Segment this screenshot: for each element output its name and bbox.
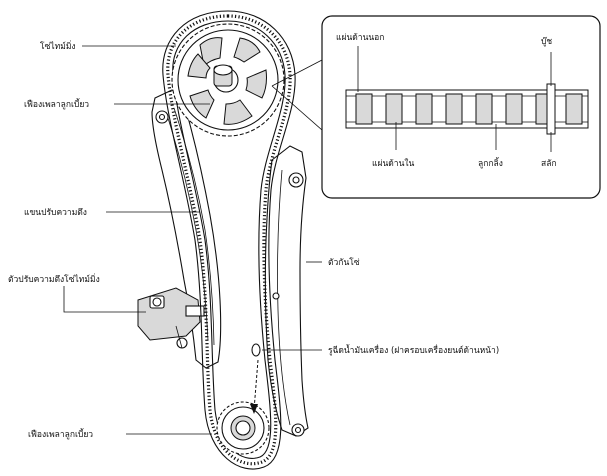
chain-guide: [264, 145, 309, 437]
label-chain-guide: ตัวกันโซ่: [328, 257, 360, 268]
inset-pin-label: สลัก: [541, 159, 557, 169]
callouts: โซ่ไทม์มิ่ง เฟืองเพลาลูกเบี้ยว แขนปรับคว…: [8, 40, 499, 440]
oil-hole: [250, 343, 261, 414]
chain-detail-inset: แผ่นด้านนอก บู๊ช แผ่นด้านใน ลูกกลิ้ง สลั…: [271, 15, 601, 199]
label-chain-tensioner: ตัวปรับความตึงโซ่ไทม์มิ่ง: [8, 273, 100, 285]
crankshaft-sprocket: [216, 401, 270, 455]
inset-inner-plate-label: แผ่นด้านใน: [372, 158, 415, 169]
label-timing-chain: โซ่ไทม์มิ่ง: [40, 40, 76, 52]
timing-chain: [162, 10, 296, 470]
inset-bushing-label: บู๊ช: [541, 36, 552, 47]
inset-roller-label: ลูกกลิ้ง: [478, 157, 503, 169]
label-tensioner-arm: แขนปรับความตึง: [24, 208, 87, 218]
chain-tensioner: [137, 287, 205, 349]
camshaft-sprocket: [171, 23, 285, 137]
label-crankshaft-sprocket: เฟืองเพลาลูกเบี้ยว: [28, 428, 93, 440]
label-camshaft-sprocket: เฟืองเพลาลูกเบี้ยว: [24, 98, 89, 110]
label-oil-hole: รูฉีดน้ำมันเครื่อง (ฝาครอบเครื่องยนต์ด้า…: [328, 344, 499, 356]
inset-outer-plate-label: แผ่นด้านนอก: [336, 32, 384, 43]
